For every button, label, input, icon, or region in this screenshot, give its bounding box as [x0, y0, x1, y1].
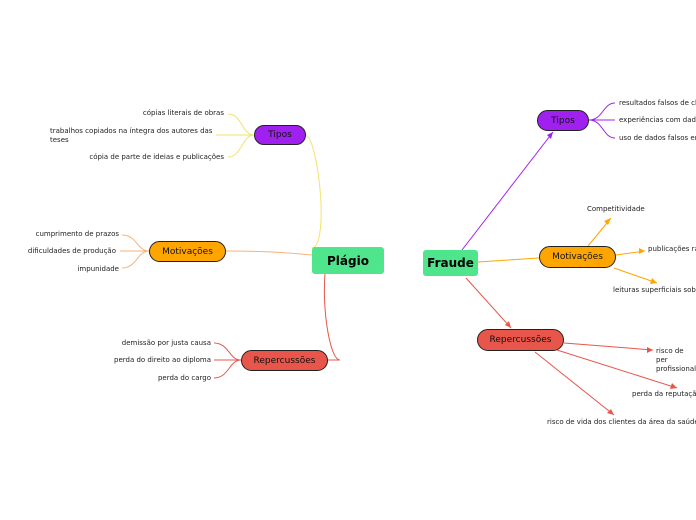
- fraude-tipos-item[interactable]: resultados falsos de cl: [619, 99, 696, 107]
- fraude-motivacoes-item[interactable]: publicações rá: [648, 245, 696, 253]
- link-plagio-tipos: [304, 134, 322, 249]
- fraude-motivacoes-item[interactable]: leituras superficiais sob: [613, 286, 696, 294]
- link-fraude-motivacoes: [477, 257, 540, 263]
- link-fraude-tipos: [461, 131, 554, 251]
- link-fraude-repercussoes: [465, 277, 512, 329]
- plagio-repercussoes-item[interactable]: demissão por justa causa: [121, 339, 211, 347]
- plagio-motivacoes-item[interactable]: impunidade: [77, 265, 119, 273]
- fraude-repercussoes-item[interactable]: risco de per profissional: [656, 347, 696, 373]
- fraude-motivacoes-item[interactable]: Competitividade: [587, 205, 645, 213]
- plagio-tipos-item[interactable]: trabalhos copiados na íntegra dos autore…: [50, 127, 213, 144]
- plagio-motivacoes-item[interactable]: cumprimento de prazos: [35, 230, 119, 238]
- fraude-tipos-item[interactable]: experiências com dad: [619, 116, 696, 124]
- fraude-repercussoes-item[interactable]: perda da reputaçã: [632, 390, 696, 398]
- plagio-tipos-item[interactable]: cópias literais de obras: [142, 109, 224, 117]
- plagio-repercussoes-node[interactable]: Repercussões: [241, 350, 328, 371]
- fraude-repercussoes-node[interactable]: Repercussões: [477, 329, 564, 351]
- plagio-motivacoes-node[interactable]: Motivações: [149, 241, 226, 262]
- plagio-root-node[interactable]: Plágio: [312, 247, 384, 274]
- fraude-tipos-item[interactable]: uso de dados falsos en: [619, 134, 696, 142]
- fraude-tipos-node[interactable]: Tipos: [537, 110, 589, 131]
- plagio-repercussoes-item[interactable]: perda do cargo: [157, 374, 211, 382]
- fraude-root-node[interactable]: Fraude: [423, 250, 478, 276]
- plagio-tipos-item[interactable]: cópia de parte de ideias e publicações: [89, 153, 224, 161]
- link-plagio-repercussoes: [323, 273, 341, 361]
- plagio-motivacoes-item[interactable]: dificuldades de produção: [27, 247, 116, 255]
- fraude-repercussoes-item[interactable]: risco de vida dos clientes da área da sa…: [547, 418, 696, 426]
- plagio-tipos-node[interactable]: Tipos: [254, 125, 306, 145]
- fraude-motivacoes-node[interactable]: Motivações: [539, 246, 616, 268]
- link-plagio-motivacoes: [225, 250, 313, 256]
- plagio-repercussoes-item[interactable]: perda do direito ao diploma: [114, 356, 211, 364]
